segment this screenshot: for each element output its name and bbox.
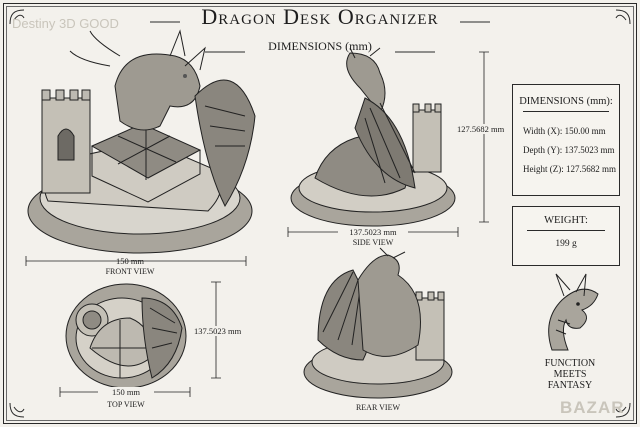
top-width-label: 150 mm xyxy=(98,387,154,397)
page-title: Dragon Desk Organizer xyxy=(201,4,439,29)
top-view-caption: TOP VIEW xyxy=(107,400,145,409)
side-view-caption: SIDE VIEW xyxy=(352,238,394,247)
front-view-caption: FRONT VIEW xyxy=(105,267,155,276)
side-depth-label: 137.5023 mm xyxy=(338,227,408,237)
front-view-illustration xyxy=(27,29,256,254)
weight-box: WEIGHT: 199 g xyxy=(512,206,620,266)
top-view-illustration xyxy=(65,283,187,389)
watermark-bottom-right: BAZAR xyxy=(560,398,625,417)
tagline-line-3: FANTASY xyxy=(547,380,593,391)
rear-view-caption: REAR VIEW xyxy=(355,403,401,412)
rear-view-illustration xyxy=(303,247,453,399)
front-width-line xyxy=(25,256,247,266)
outer-frame xyxy=(3,3,637,424)
dragon-head-emblem xyxy=(548,273,599,351)
dimensions-heading: DIMENSIONS (mm): xyxy=(519,96,613,107)
tagline-line-1: FUNCTION xyxy=(544,358,596,369)
weight-divider xyxy=(527,230,605,231)
weight-value: 199 g xyxy=(555,239,577,249)
side-height-line xyxy=(479,51,489,223)
dimensions-box: DIMENSIONS (mm): Width (X): 150.00 mm De… xyxy=(512,84,620,196)
tagline-line-2: MEETS xyxy=(553,369,587,380)
dimension-width: Width (X): 150.00 mm xyxy=(523,126,606,136)
inner-frame xyxy=(6,6,634,421)
dimension-depth: Depth (Y): 137.5023 mm xyxy=(523,145,615,155)
side-height-label: 127.5682 mm xyxy=(456,124,506,134)
front-width-label: 150 mm xyxy=(115,256,145,266)
weight-heading: WEIGHT: xyxy=(544,215,588,226)
top-depth-label: 137.5023 mm xyxy=(194,326,242,336)
watermark-top-left: Destiny 3D GOOD xyxy=(12,16,119,31)
page-subtitle: DIMENSIONS (mm) xyxy=(268,39,372,53)
dimensions-divider xyxy=(523,111,609,112)
dimension-height: Height (Z): 127.5682 mm xyxy=(523,164,616,174)
side-view-illustration xyxy=(290,47,456,227)
